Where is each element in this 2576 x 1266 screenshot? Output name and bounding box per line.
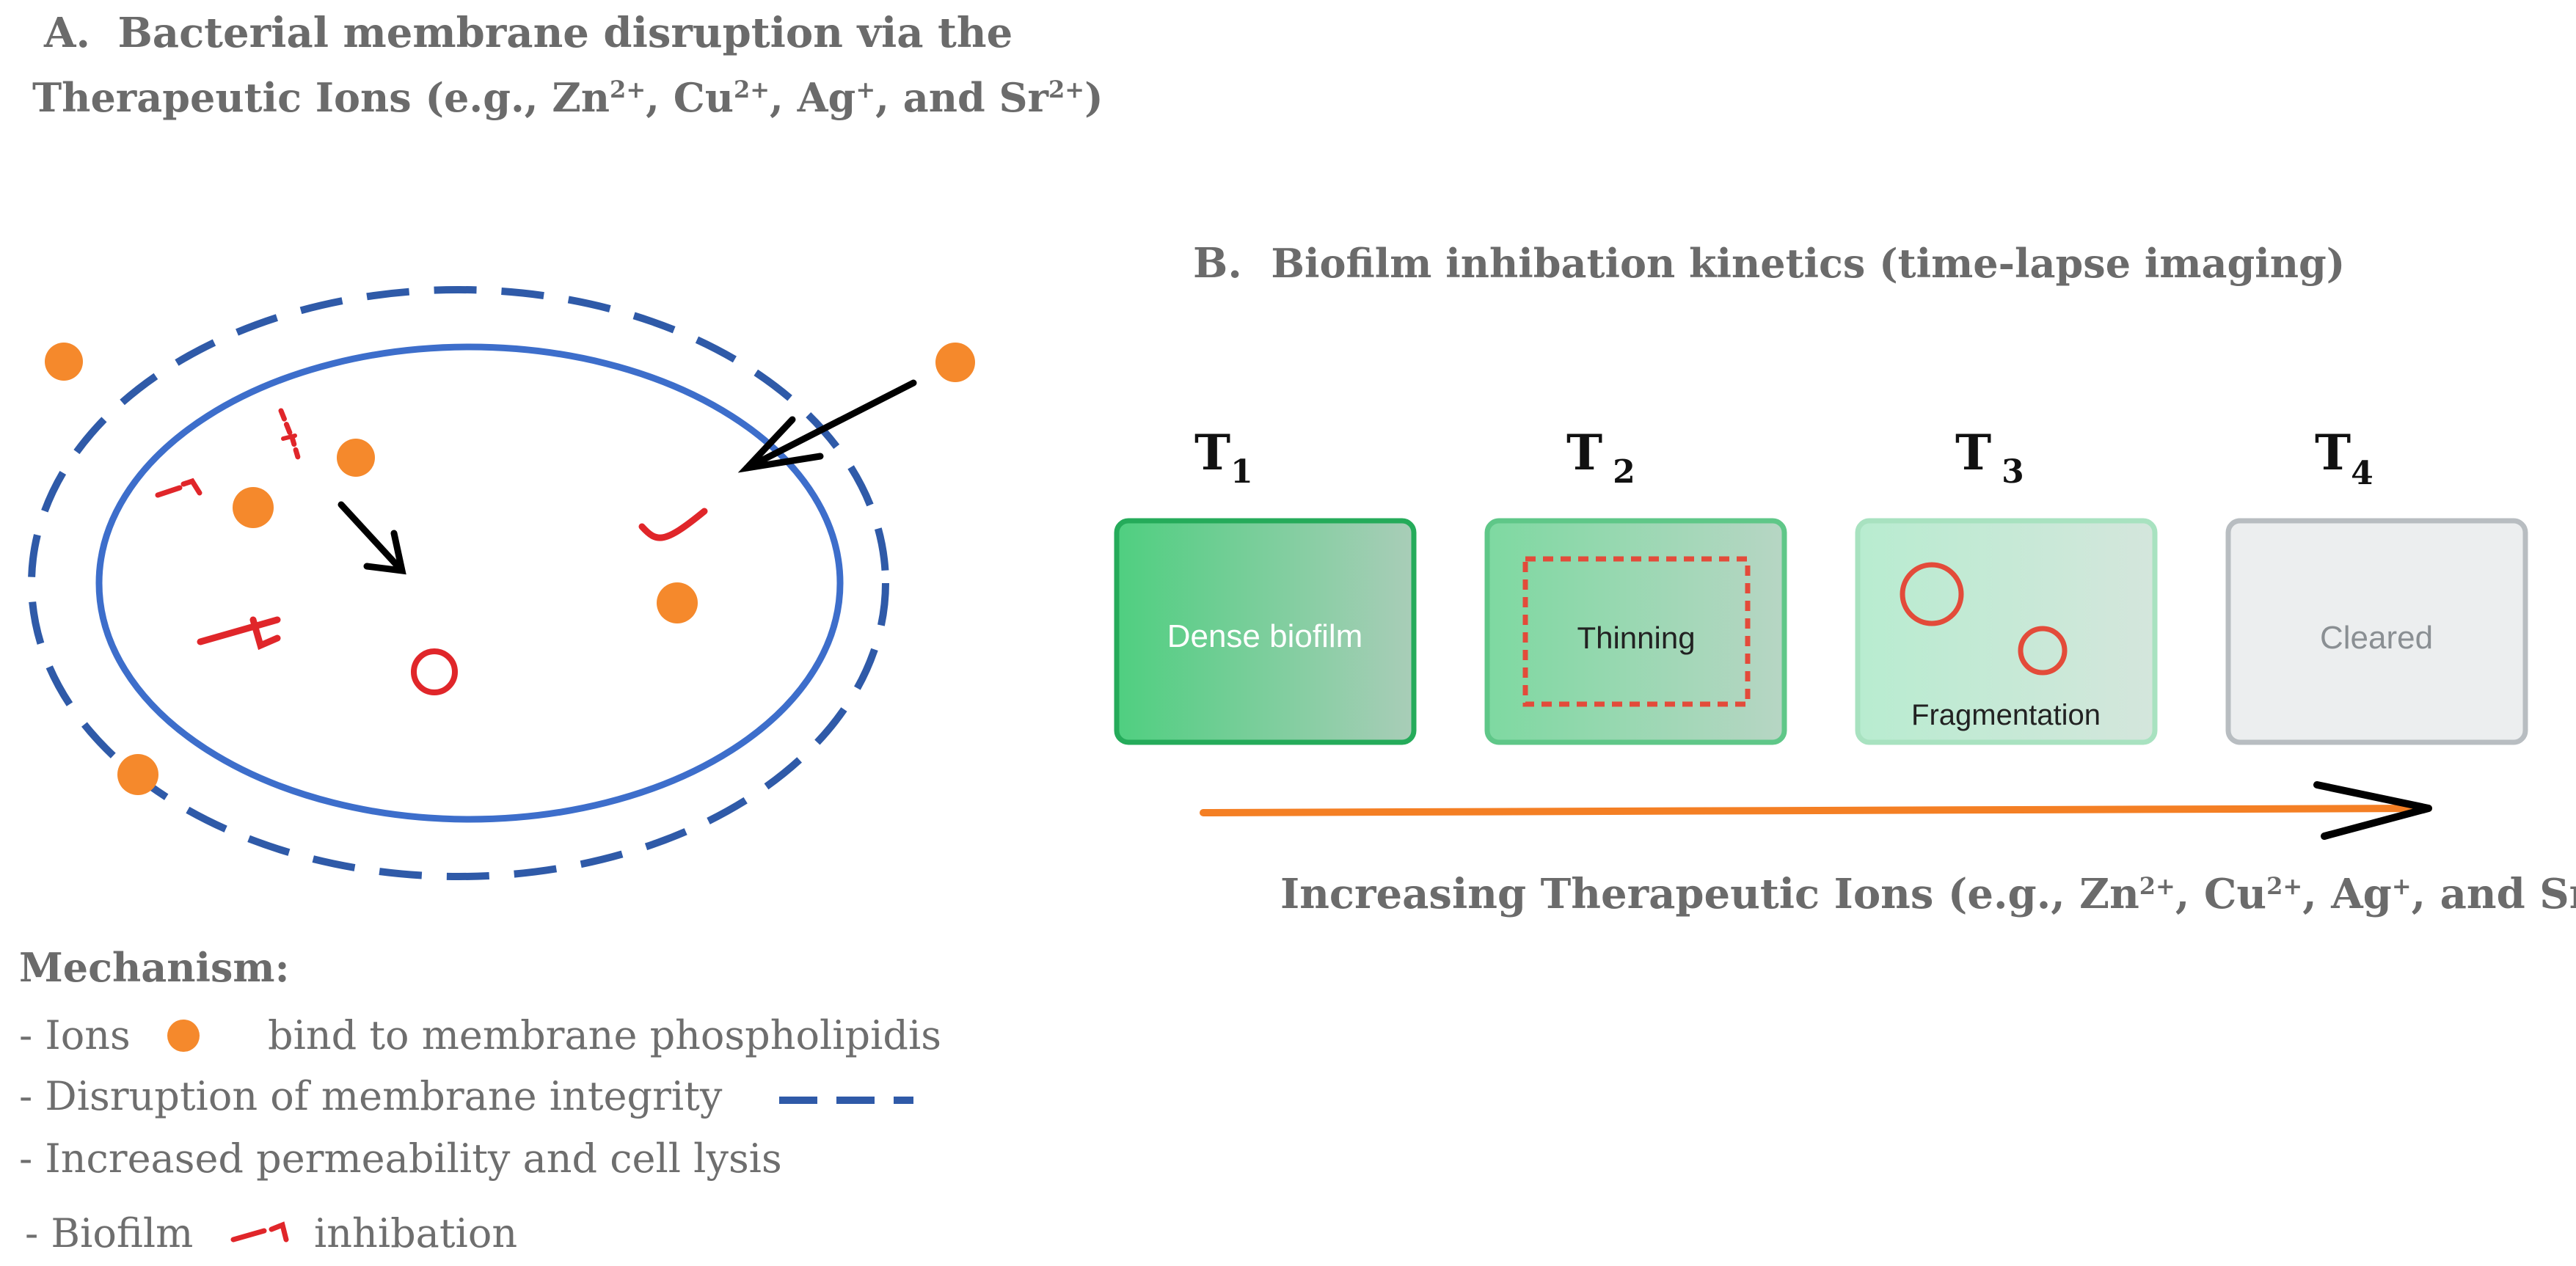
panel-a-title-text: Bacterial membrane disruption via the [117, 9, 1012, 57]
ion-entry-arrow [737, 379, 917, 473]
panel-b-letter: B. [1193, 239, 1242, 288]
fragment-circle [1900, 562, 1964, 626]
stage-4-label: T4 [2315, 424, 2374, 492]
fragment-circle [2018, 626, 2068, 676]
mechanism-item-2: - Disruption of membrane integrity [19, 1073, 723, 1119]
arrow-head [2313, 781, 2432, 840]
panel-b-title: B. Biofilm inhibation kinetics (time-lap… [1193, 239, 2345, 288]
panel-b-title-text: B. Biofilm inhibation kinetics (time-lap… [1193, 239, 2345, 288]
mechanism-heading: Mechanism: [19, 944, 290, 991]
inhibition-marks [155, 408, 708, 695]
mechanism-item-4-suffix: inhibation [314, 1210, 517, 1256]
bacterial-cell [28, 286, 975, 880]
panel-a-title-line1: A. Bacterial membrane disruption via the [43, 9, 1012, 57]
stage-3-text: Fragmentation [1911, 699, 2101, 731]
stage-2-text: Thinning [1577, 621, 1695, 655]
ion-dot [45, 343, 83, 381]
ion-dot [233, 487, 274, 528]
inhibition-legend-icon [230, 1221, 289, 1243]
stage-1-box: Dense biofilm [1114, 518, 1417, 745]
ion-dot [935, 343, 975, 382]
ion-dot [337, 439, 375, 477]
stage-1-label: T1 [1194, 424, 1253, 491]
ion-dot [657, 582, 698, 623]
mechanism-legend: Mechanism: - Ions bind to membrane phosp… [19, 944, 941, 1256]
stage-2-box: Thinning [1484, 518, 1787, 745]
panel-a-title: A. Bacterial membrane disruption via the… [32, 9, 1103, 121]
stage-3-box: Fragmentation [1855, 518, 2158, 745]
ion-dot [117, 754, 158, 795]
stage-4-text: Cleared [2320, 620, 2433, 656]
mechanism-item-1-suffix: bind to membrane phospholipidis [268, 1012, 941, 1058]
stage-1-text: Dense biofilm [1167, 618, 1363, 654]
stage-4-box: Cleared [2225, 518, 2528, 745]
panel-a-letter: A. [43, 9, 90, 57]
mechanism-item-1-prefix: - Ions [19, 1012, 131, 1058]
ion-gradient-label: Increasing Therapeutic Ions (e.g., Zn2+,… [1280, 870, 2576, 918]
mechanism-item-3: - Increased permeability and cell lysis [19, 1135, 782, 1182]
progression-arrow [1200, 781, 2432, 840]
ion-legend-icon [167, 1020, 200, 1052]
internal-arrow [337, 501, 406, 575]
thinning-dashed-region [1522, 556, 1751, 707]
outer-membrane-dashed [28, 286, 889, 880]
panel-a-title-line2: Therapeutic Ions (e.g., Zn2+, Cu2+, Ag+,… [32, 74, 1103, 121]
inner-membrane [95, 343, 844, 823]
mechanism-item-4-prefix: - Biofilm [25, 1210, 193, 1256]
